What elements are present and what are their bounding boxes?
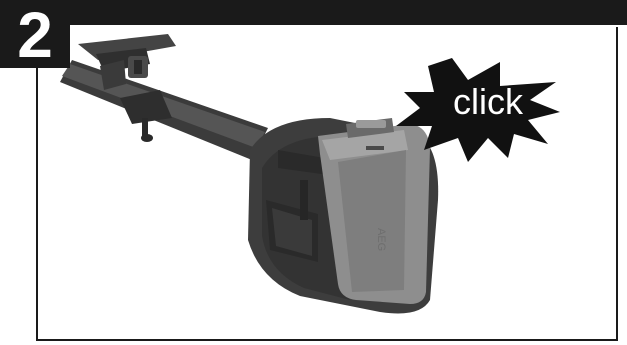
step-number: 2 — [17, 3, 53, 67]
svg-text:AEG: AEG — [375, 228, 387, 251]
click-callout-text: click — [438, 82, 538, 122]
step-number-box: 2 — [0, 0, 70, 68]
tool-shaft — [60, 60, 268, 160]
